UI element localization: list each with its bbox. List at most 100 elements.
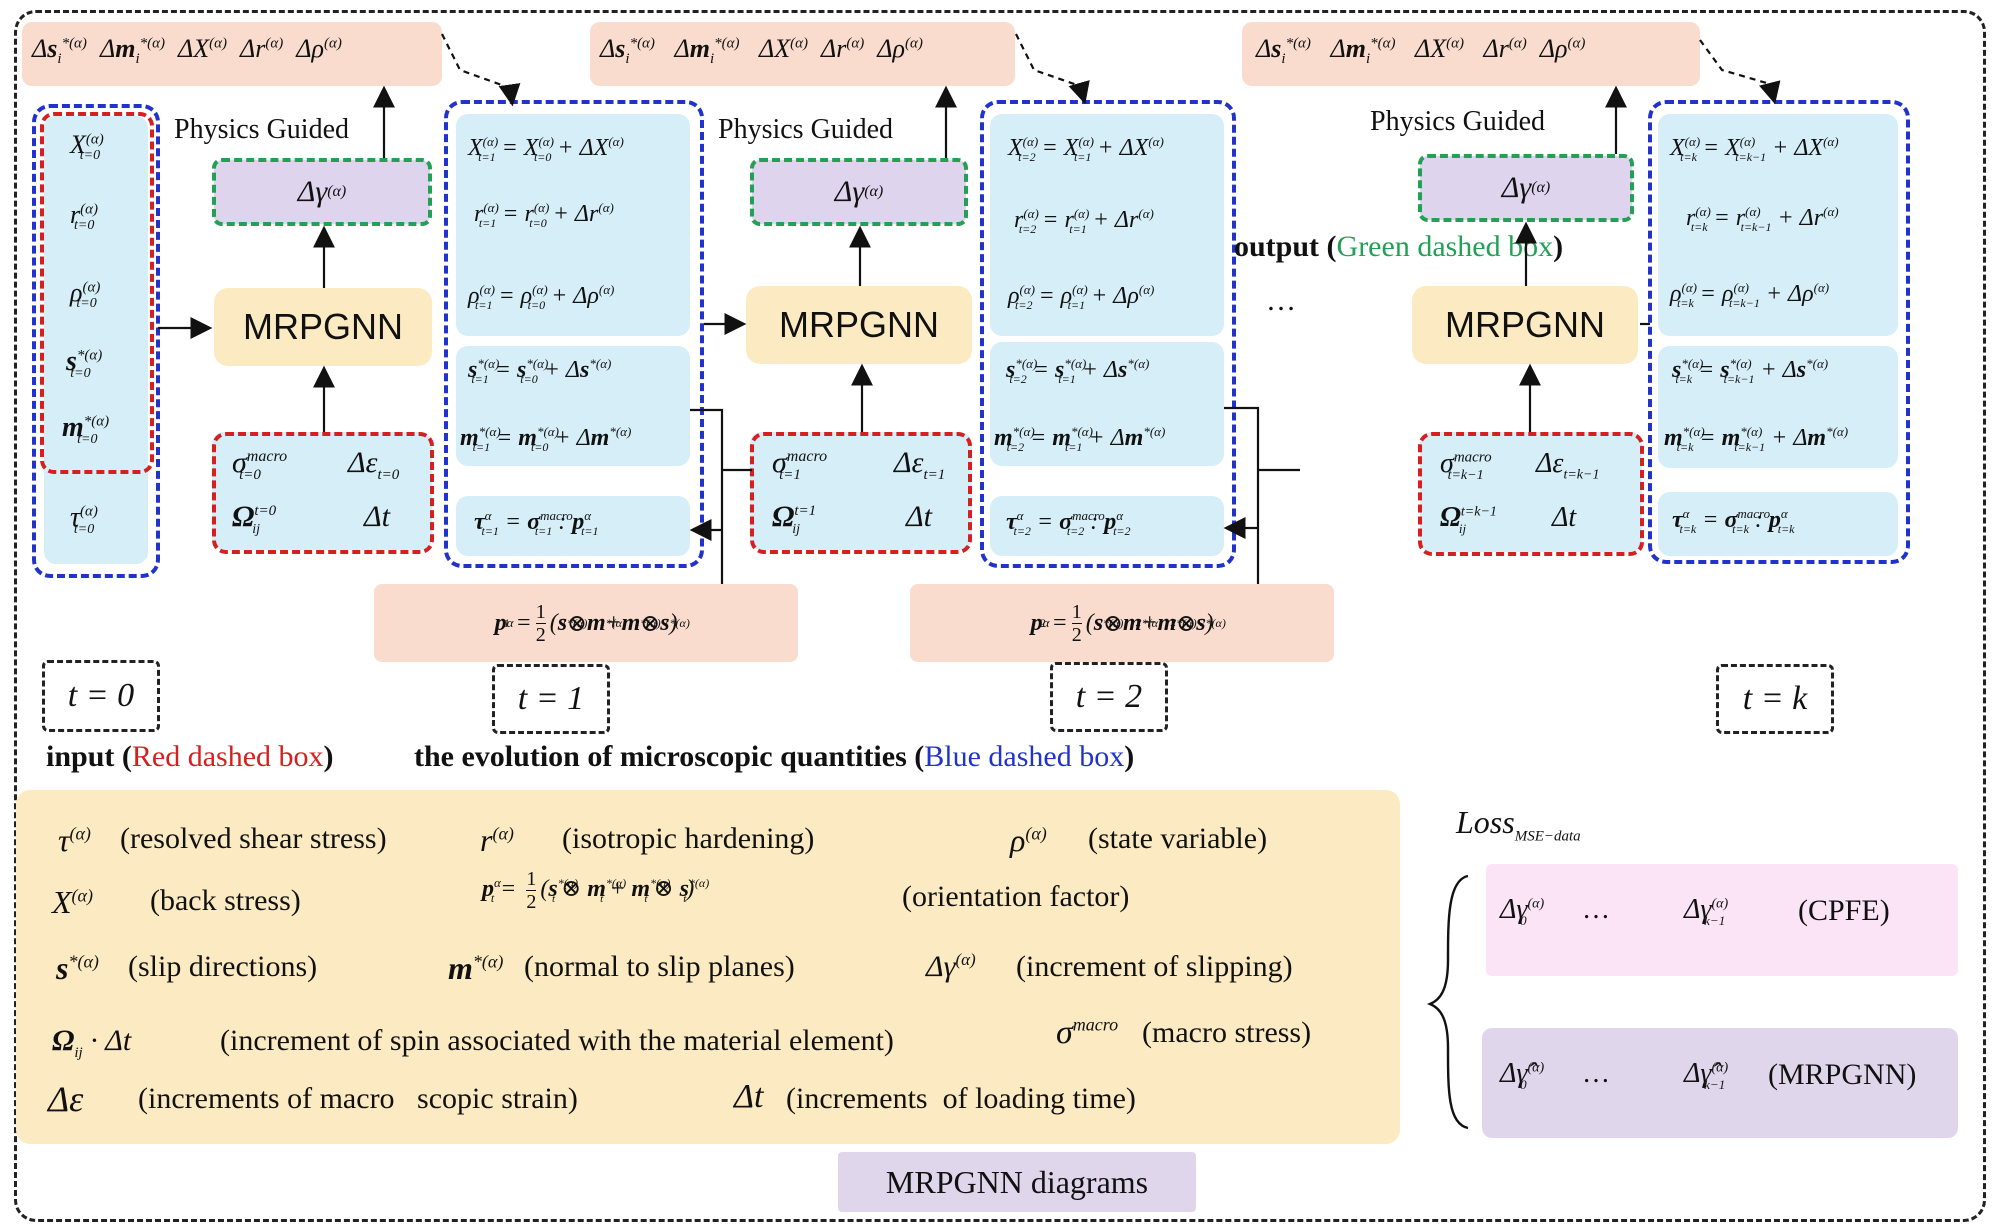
continuation-ellipsis: … bbox=[1266, 284, 1296, 317]
initial-r: r(α)t=0 bbox=[70, 200, 98, 234]
update-panel-xrrho-2 bbox=[990, 114, 1224, 336]
physics-guided-label-2: Physics Guided bbox=[718, 114, 893, 145]
loss-mrpgnn-row bbox=[1482, 1028, 1958, 1138]
input-omega-2: Ωt=1ij bbox=[772, 500, 817, 537]
initial-state-panel bbox=[44, 116, 148, 564]
update-m-2: m*(α)t=2 = m*(α)t=1 + Δm*(α) bbox=[994, 424, 1166, 454]
dashed-link-2 bbox=[1015, 33, 1090, 105]
initial-x: X(α)t=0 bbox=[70, 130, 104, 164]
legend-tau-symbol: τ(α) bbox=[58, 822, 91, 858]
input-red-box-3 bbox=[1418, 432, 1644, 556]
delta-gamma-box-2: Δγ(α) bbox=[752, 160, 966, 224]
time-label-0: t = 0 bbox=[42, 660, 160, 732]
input-sigma-2: σmacrot=1 bbox=[772, 446, 828, 483]
legend-dt-symbol: Δt bbox=[734, 1078, 764, 1115]
input-dt-2: Δt bbox=[906, 500, 932, 533]
delta-header-2: Δsi*(α) Δmi*(α) ΔX(α) Δr(α) Δρ(α) bbox=[590, 22, 1015, 86]
legend-omega-desc: (increment of spin associated with the m… bbox=[220, 1024, 894, 1057]
update-s-2: s*(α)t=2 = s*(α)t=1 + Δs*(α) bbox=[1006, 356, 1150, 386]
legend-deps-symbol: Δε bbox=[48, 1079, 84, 1119]
loss-brace bbox=[1426, 874, 1469, 1130]
legend-sigma-desc: (macro stress) bbox=[1142, 1016, 1312, 1049]
legend-m-symbol: m*(α) bbox=[448, 950, 504, 986]
mrpgnn-block-1: MRPGNN bbox=[214, 288, 432, 366]
delta-gamma-box-3: Δγ(α) bbox=[1420, 156, 1632, 220]
update-rho-2: ρ(α)t=2 = ρ(α)t=1 + Δρ(α) bbox=[1008, 282, 1155, 312]
update-panel-tau-1 bbox=[456, 496, 690, 556]
input-panel-1 bbox=[212, 432, 432, 550]
evolution-label: the evolution of microscopic quantities … bbox=[414, 740, 1135, 773]
legend-omega-symbol: Ωij · Δt bbox=[52, 1024, 132, 1061]
update-rho-1: ρ(α)t=1 = ρ(α)t=0 + Δρ(α) bbox=[468, 282, 615, 312]
update-x-2: X(α)t=2 = X(α)t=1 + ΔX(α) bbox=[1008, 134, 1164, 164]
update-panel-xrrho-3 bbox=[1658, 114, 1898, 336]
update-x-3: X(α)t=k = X(α)t=k−1 + ΔX(α) bbox=[1670, 134, 1839, 164]
output-green-box-2 bbox=[750, 158, 968, 226]
time-label-2: t = 2 bbox=[1050, 662, 1168, 732]
delta-header-3: Δsi*(α) Δmi*(α) ΔX(α) Δr(α) Δρ(α) bbox=[1242, 22, 1700, 86]
input-red-box-2 bbox=[750, 432, 972, 554]
update-panel-sm-3 bbox=[1658, 346, 1898, 468]
legend-m-desc: (normal to slip planes) bbox=[524, 950, 795, 983]
outer-frame bbox=[14, 10, 1986, 1222]
legend-deps-desc: (increments of macro scopic strain) bbox=[138, 1082, 578, 1115]
update-tau-2: ταt=2 = σmacrot=2 : pαt=2 bbox=[1006, 508, 1131, 538]
time-label-k: t = k bbox=[1716, 664, 1834, 734]
output-label: output (Green dashed box) bbox=[1234, 230, 1564, 263]
update-panel-sm-2 bbox=[990, 342, 1224, 466]
output-green-box-3 bbox=[1418, 154, 1634, 222]
feedback-line-1 bbox=[690, 408, 724, 584]
update-m-1: m*(α)t=1 = m*(α)t=0 + Δm*(α) bbox=[460, 424, 632, 454]
update-panel-sm-1 bbox=[456, 346, 690, 466]
loss-cpfe-row bbox=[1486, 864, 1958, 976]
loss-mrpgnn-gamma-last: Δγ̂(α)k−1 bbox=[1684, 1058, 1729, 1092]
legend-panel bbox=[16, 790, 1400, 1144]
physics-guided-label-3: Physics Guided bbox=[1370, 106, 1545, 137]
legend-s-symbol: s*(α) bbox=[56, 950, 99, 986]
legend-rho-symbol: ρ(α) bbox=[1010, 822, 1047, 858]
update-s-3: s*(α)t=k = s*(α)t=k−1 + Δs*(α) bbox=[1672, 356, 1829, 386]
legend-x-symbol: X(α) bbox=[52, 884, 93, 920]
legend-x-desc: (back stress) bbox=[150, 884, 301, 917]
loss-cpfe-ellipsis: … bbox=[1582, 894, 1610, 925]
input-dt-3: Δt bbox=[1552, 502, 1577, 533]
update-panel-tau-2 bbox=[990, 496, 1224, 556]
output-green-box-1 bbox=[212, 158, 432, 226]
loss-label: LossMSE−data bbox=[1456, 804, 1581, 845]
legend-dgamma-desc: (increment of slipping) bbox=[1016, 950, 1293, 983]
input-dt-1: Δt bbox=[364, 500, 390, 533]
update-r-3: r(α)t=k = r(α)t=k−1 + Δr(α) bbox=[1686, 204, 1839, 234]
input-deps-3: Δεt=k−1 bbox=[1536, 448, 1600, 483]
legend-sigma-symbol: σmacro bbox=[1056, 1014, 1119, 1051]
input-sigma-1: σmacrot=0 bbox=[232, 446, 288, 483]
input-panel-2 bbox=[750, 432, 972, 550]
input-deps-2: Δεt=1 bbox=[894, 446, 946, 483]
input-label: input (Red dashed box) bbox=[46, 740, 334, 773]
mrpgnn-block-2: MRPGNN bbox=[746, 286, 972, 364]
update-x-1: X(α)t=1 = X(α)t=0 + ΔX(α) bbox=[468, 134, 624, 164]
legend-r-desc: (isotropic hardening) bbox=[562, 822, 815, 855]
input-omega-1: Ωt=0ij bbox=[232, 500, 277, 537]
initial-state-blue-box bbox=[32, 104, 160, 578]
update-r-1: r(α)t=1 = r(α)t=0 + Δr(α) bbox=[474, 200, 614, 230]
initial-s: s*(α)t=0 bbox=[66, 346, 103, 381]
loss-cpfe-label: (CPFE) bbox=[1798, 894, 1890, 927]
loss-mrpgnn-label: (MRPGNN) bbox=[1768, 1058, 1917, 1091]
initial-tau: τ(α)t=0 bbox=[70, 502, 98, 537]
input-deps-1: Δεt=0 bbox=[348, 446, 400, 483]
dashed-link-3 bbox=[1699, 39, 1781, 105]
input-omega-3: Ωt=k−1ij bbox=[1440, 502, 1497, 536]
mrpgnn-block-3: MRPGNN bbox=[1412, 286, 1638, 364]
update-s-1: s*(α)t=1 = s*(α)t=0 + Δs*(α) bbox=[468, 356, 612, 386]
delta-gamma-box-1: Δγ(α) bbox=[214, 160, 430, 224]
footer-label: MRPGNN diagrams bbox=[838, 1152, 1196, 1212]
update-blue-box-2 bbox=[980, 100, 1236, 568]
legend-dgamma-symbol: Δγ(α) bbox=[926, 950, 976, 983]
loss-mrpgnn-gamma-first: Δγ̂(α)0 bbox=[1500, 1058, 1545, 1092]
initial-state-red-box bbox=[40, 112, 154, 474]
update-tau-1: ταt=1 = σmacrot=1 : pαt=1 bbox=[474, 508, 599, 538]
